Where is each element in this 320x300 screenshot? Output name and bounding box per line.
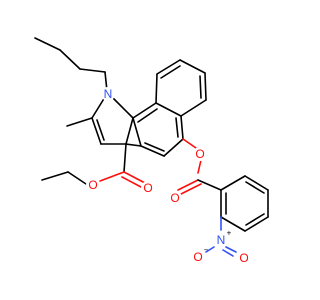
bond	[59, 49, 81, 70]
bond	[180, 99, 207, 117]
bond	[199, 75, 202, 99]
atom-label-background	[101, 87, 115, 101]
bond	[180, 183, 202, 195]
bond	[177, 179, 199, 191]
bond	[96, 119, 105, 141]
bond	[132, 117, 142, 147]
bond-lines	[34, 37, 269, 257]
bond	[180, 115, 184, 140]
bond	[156, 59, 181, 75]
atom-label: O	[88, 178, 97, 192]
atom-label: O	[239, 251, 248, 265]
bond	[91, 117, 102, 145]
bond	[41, 171, 69, 181]
bond	[132, 102, 157, 119]
atom-label-background	[193, 147, 207, 161]
bond	[123, 171, 146, 184]
atom-label-background	[191, 250, 205, 264]
bond	[175, 117, 179, 138]
bond	[66, 117, 93, 127]
atom-label-background	[168, 191, 182, 205]
bond	[34, 37, 61, 51]
atom-label-background	[141, 181, 155, 195]
atom-label: O	[143, 181, 152, 195]
bond	[125, 143, 142, 147]
bond	[123, 143, 127, 173]
positive-charge: +	[227, 229, 232, 238]
bond	[163, 138, 184, 157]
atom-label-background	[214, 233, 228, 247]
bond	[205, 246, 215, 253]
bond	[222, 249, 234, 257]
bond	[245, 213, 265, 226]
bond	[244, 175, 269, 191]
atom-label-background	[86, 178, 100, 192]
atom-label: O	[193, 250, 202, 264]
bond	[79, 68, 106, 73]
atom-label-background	[237, 251, 251, 265]
atom-labels: N O O O O N + O − O	[86, 87, 251, 265]
bond	[137, 108, 158, 123]
bond	[197, 159, 202, 174]
bond	[197, 179, 222, 191]
bond	[225, 246, 237, 253]
bond	[111, 96, 134, 119]
atom-label: N	[217, 233, 226, 247]
bond	[182, 138, 197, 149]
bond	[179, 59, 206, 74]
bond	[155, 102, 182, 117]
bond	[67, 171, 87, 185]
bond	[121, 176, 142, 188]
atom-label: O	[170, 191, 179, 205]
negative-charge: −	[204, 246, 209, 255]
bond	[140, 145, 165, 157]
bond	[99, 171, 125, 182]
bond	[160, 65, 181, 79]
bond	[91, 96, 106, 119]
bond	[125, 117, 134, 145]
bond	[245, 181, 265, 194]
chemical-structure-diagram: N O O O O N + O − O	[34, 37, 269, 265]
atom-label: N	[104, 87, 113, 101]
bond	[220, 216, 246, 232]
bond	[244, 216, 269, 232]
bond	[155, 73, 158, 104]
bond	[220, 175, 246, 191]
bond	[204, 72, 207, 101]
bond	[144, 142, 165, 152]
atom-label: O	[195, 147, 204, 161]
